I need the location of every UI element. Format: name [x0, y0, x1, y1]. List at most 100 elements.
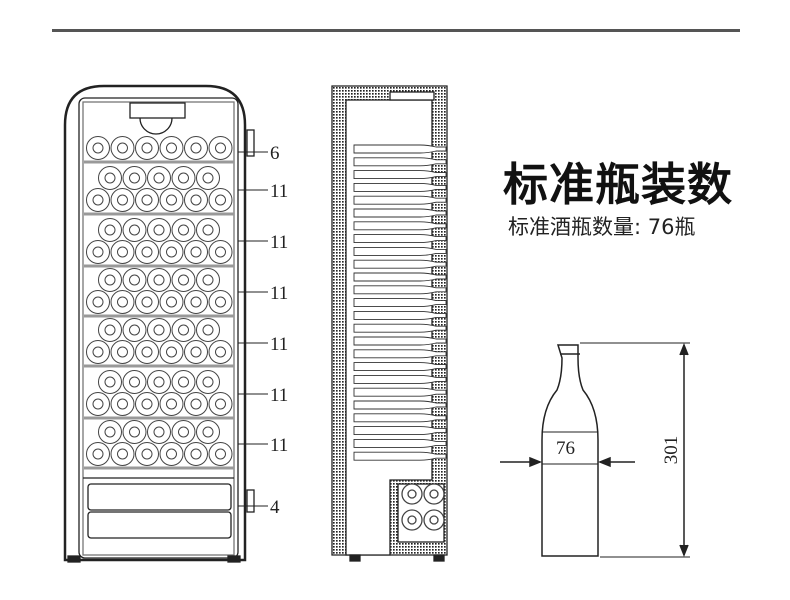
drawer-bottle-inner [407, 515, 417, 525]
side-bottle [353, 426, 447, 436]
bottle-end [147, 318, 171, 342]
bottle-end [208, 136, 233, 160]
bottle-end-inner [141, 398, 153, 410]
bottle-end [122, 318, 147, 342]
bottle-end [135, 136, 159, 160]
bottle-end [86, 392, 110, 416]
bottle-end-inner [190, 142, 202, 154]
shelf-count-label: 11 [270, 435, 288, 456]
bottle-end-inner [92, 296, 104, 308]
bottle-end [135, 392, 159, 416]
bottle-end-inner [166, 194, 177, 206]
bottle-end [184, 290, 208, 314]
bottle-end [122, 370, 147, 394]
bottle-end-inner [215, 246, 226, 258]
bottle-end [171, 268, 196, 292]
bottle-end [208, 290, 233, 314]
bottle-end-inner [129, 274, 140, 286]
bottle-end-inner [141, 448, 153, 460]
bottle-end-inner [104, 324, 116, 336]
bottle-width-label: 76 [556, 438, 575, 459]
side-bottle [353, 336, 447, 346]
bottle-end-inner [202, 172, 214, 184]
bottle-end-inner [104, 172, 116, 184]
bottle-end [171, 420, 196, 444]
side-bottle [353, 387, 447, 397]
bottle-end [86, 340, 110, 364]
bottle-end [135, 188, 159, 212]
bottle-end-inner [166, 448, 177, 460]
bottle-end [171, 166, 196, 190]
bottle-end-inner [129, 426, 140, 438]
bottle-end-inner [215, 448, 226, 460]
side-bottle [353, 246, 447, 256]
header-divider [52, 29, 740, 32]
drawer-bottle [423, 483, 445, 505]
bottle-end-inner [92, 142, 104, 154]
bottle-end [135, 290, 159, 314]
shelf-count-label: 11 [270, 334, 288, 355]
bottle-end [98, 166, 122, 190]
bottle-end [184, 240, 208, 264]
bottle-end-inner [190, 398, 202, 410]
bottle-end [171, 370, 196, 394]
shelf-count-label: 11 [270, 181, 288, 202]
bottle-end-inner [190, 448, 202, 460]
side-bottle [353, 272, 447, 282]
shelf-count-label: 11 [270, 232, 288, 253]
bottle-end-inner [202, 426, 214, 438]
front-view [63, 84, 255, 563]
drawer-bottle-inner [407, 489, 417, 499]
bottle-end [147, 420, 171, 444]
bottle-end [147, 268, 171, 292]
bottle-dimension-drawing [500, 342, 690, 558]
bottle-end-inner [104, 224, 116, 236]
bottle-end [110, 136, 135, 160]
shelf-count-label: 6 [270, 143, 280, 164]
bottle-end [208, 442, 233, 466]
side-bottle [353, 234, 447, 244]
side-view [331, 85, 448, 562]
drawer-bottle [423, 509, 445, 531]
bottle-end-inner [92, 398, 104, 410]
bottle-end [159, 136, 184, 160]
bottle-end-inner [166, 398, 177, 410]
side-bottle [353, 208, 447, 218]
shelf-count-label: 4 [270, 497, 280, 518]
bottle-end [147, 166, 171, 190]
bottle-end [98, 268, 122, 292]
bottle-end-inner [141, 194, 153, 206]
bottle-end-inner [202, 324, 214, 336]
bottle-end-inner [117, 346, 128, 358]
bottle-end [184, 188, 208, 212]
bottle-capacity-text: 标准酒瓶数量: 76瓶 [508, 215, 696, 239]
bottle-end-inner [178, 324, 189, 336]
bottle-end-inner [153, 172, 165, 184]
bottle-end-inner [190, 296, 202, 308]
side-bottle [353, 170, 447, 180]
bottle-end [196, 218, 220, 242]
bottle-end-inner [117, 398, 128, 410]
bottle-end [196, 318, 220, 342]
shelf-count-label: 11 [270, 283, 288, 304]
bottle-end-inner [141, 346, 153, 358]
bottle-end-inner [166, 346, 177, 358]
bottle-end-inner [141, 246, 153, 258]
bottle-end-inner [202, 274, 214, 286]
bottle-end [208, 240, 233, 264]
bottle-end-inner [153, 224, 165, 236]
drawer-bottle-inner [429, 489, 439, 499]
bottle-end [208, 392, 233, 416]
side-bottle [353, 374, 447, 384]
bottle-end-inner [166, 142, 177, 154]
bottle-end [98, 420, 122, 444]
bottle-end-inner [202, 376, 214, 388]
drawer-bottle [401, 509, 423, 531]
bottle-end [159, 240, 184, 264]
bottle-end-inner [178, 426, 189, 438]
bottle-end [110, 392, 135, 416]
side-bottle [353, 310, 447, 320]
side-bottle [353, 400, 447, 410]
bottle-end [196, 166, 220, 190]
